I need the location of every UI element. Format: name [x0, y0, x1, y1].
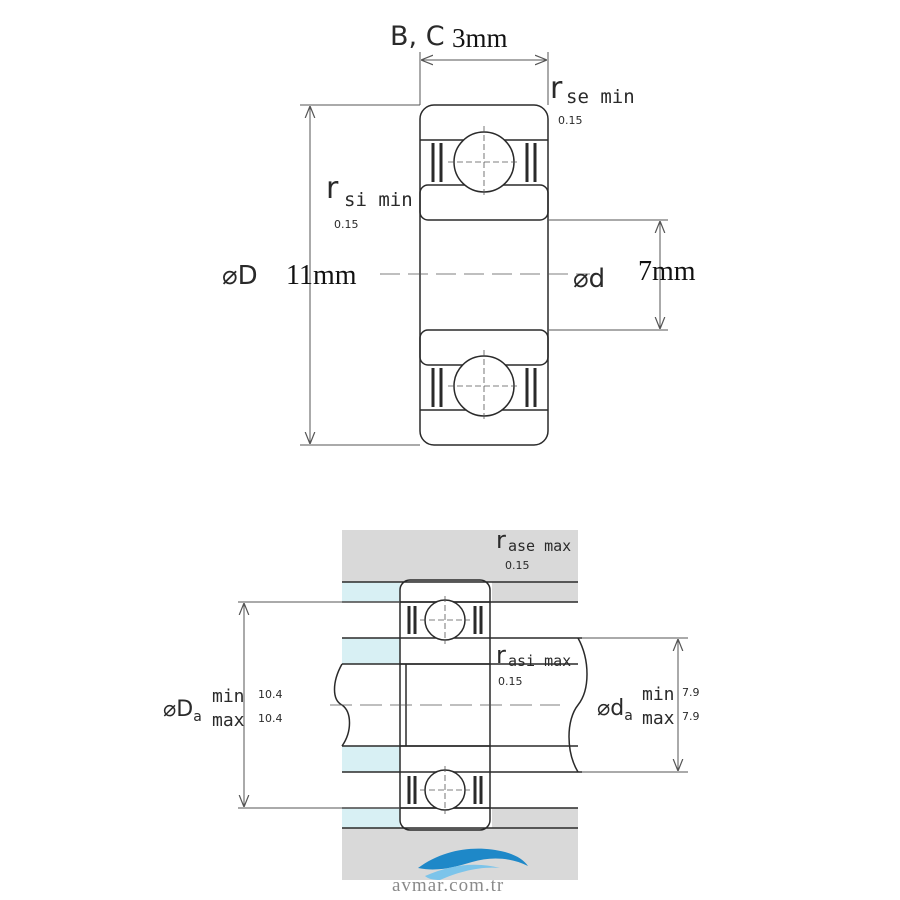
da-label: ⌀da	[597, 696, 633, 724]
da-min-value: 7.9	[682, 686, 700, 699]
rse-value: 0.15	[558, 114, 583, 127]
bearing-outline	[419, 104, 549, 446]
top-dimensions	[300, 52, 668, 446]
watermark-text: avmar.com.tr	[392, 875, 504, 896]
shaft-break-right	[568, 637, 588, 773]
rse-r: r	[550, 71, 563, 106]
spacer-top-inner	[342, 638, 400, 664]
Da-max: max	[212, 710, 245, 731]
rsi-sub: si min	[344, 189, 413, 211]
bottom-mounting-section	[330, 530, 588, 880]
spacer-bottom-outer	[342, 808, 400, 828]
da-max-value: 7.9	[682, 710, 700, 723]
id-value: 7mm	[638, 256, 696, 287]
housing-top	[342, 530, 578, 582]
rasi-value: 0.15	[498, 675, 523, 688]
rsi-r: r	[326, 171, 339, 206]
Da-max-value: 10.4	[258, 712, 283, 725]
da-min: min	[642, 684, 675, 705]
wave-logo-icon	[418, 848, 528, 880]
da-max: max	[642, 708, 675, 729]
bottom-seals	[407, 606, 483, 804]
rase-value: 0.15	[505, 559, 530, 572]
od-label: ⌀D	[222, 261, 258, 291]
housing-right-bottom	[492, 808, 578, 828]
spacer-top-outer	[342, 582, 400, 602]
Da-label: ⌀Da	[163, 697, 202, 725]
width-label: B, C	[390, 21, 445, 52]
lower-seals	[431, 368, 537, 407]
rase-r: r	[496, 526, 506, 554]
Da-min-value: 10.4	[258, 688, 283, 701]
rasi-sub: asi max	[508, 652, 571, 670]
Da-min: min	[212, 686, 245, 707]
width-value: 3mm	[452, 23, 508, 53]
upper-seals	[431, 143, 537, 182]
rsi-value: 0.15	[334, 218, 359, 231]
top-bearing-section	[419, 104, 549, 446]
rase-sub: ase max	[508, 537, 571, 555]
housing-right-top	[492, 582, 578, 602]
od-value: 11mm	[286, 260, 357, 291]
rse-sub: se min	[566, 86, 635, 108]
id-label: ⌀d	[573, 264, 605, 294]
ball-centerlines	[380, 126, 590, 422]
spacer-bottom-inner	[342, 746, 400, 772]
bottom-dimensions	[238, 601, 688, 809]
rasi-r: r	[496, 641, 506, 669]
